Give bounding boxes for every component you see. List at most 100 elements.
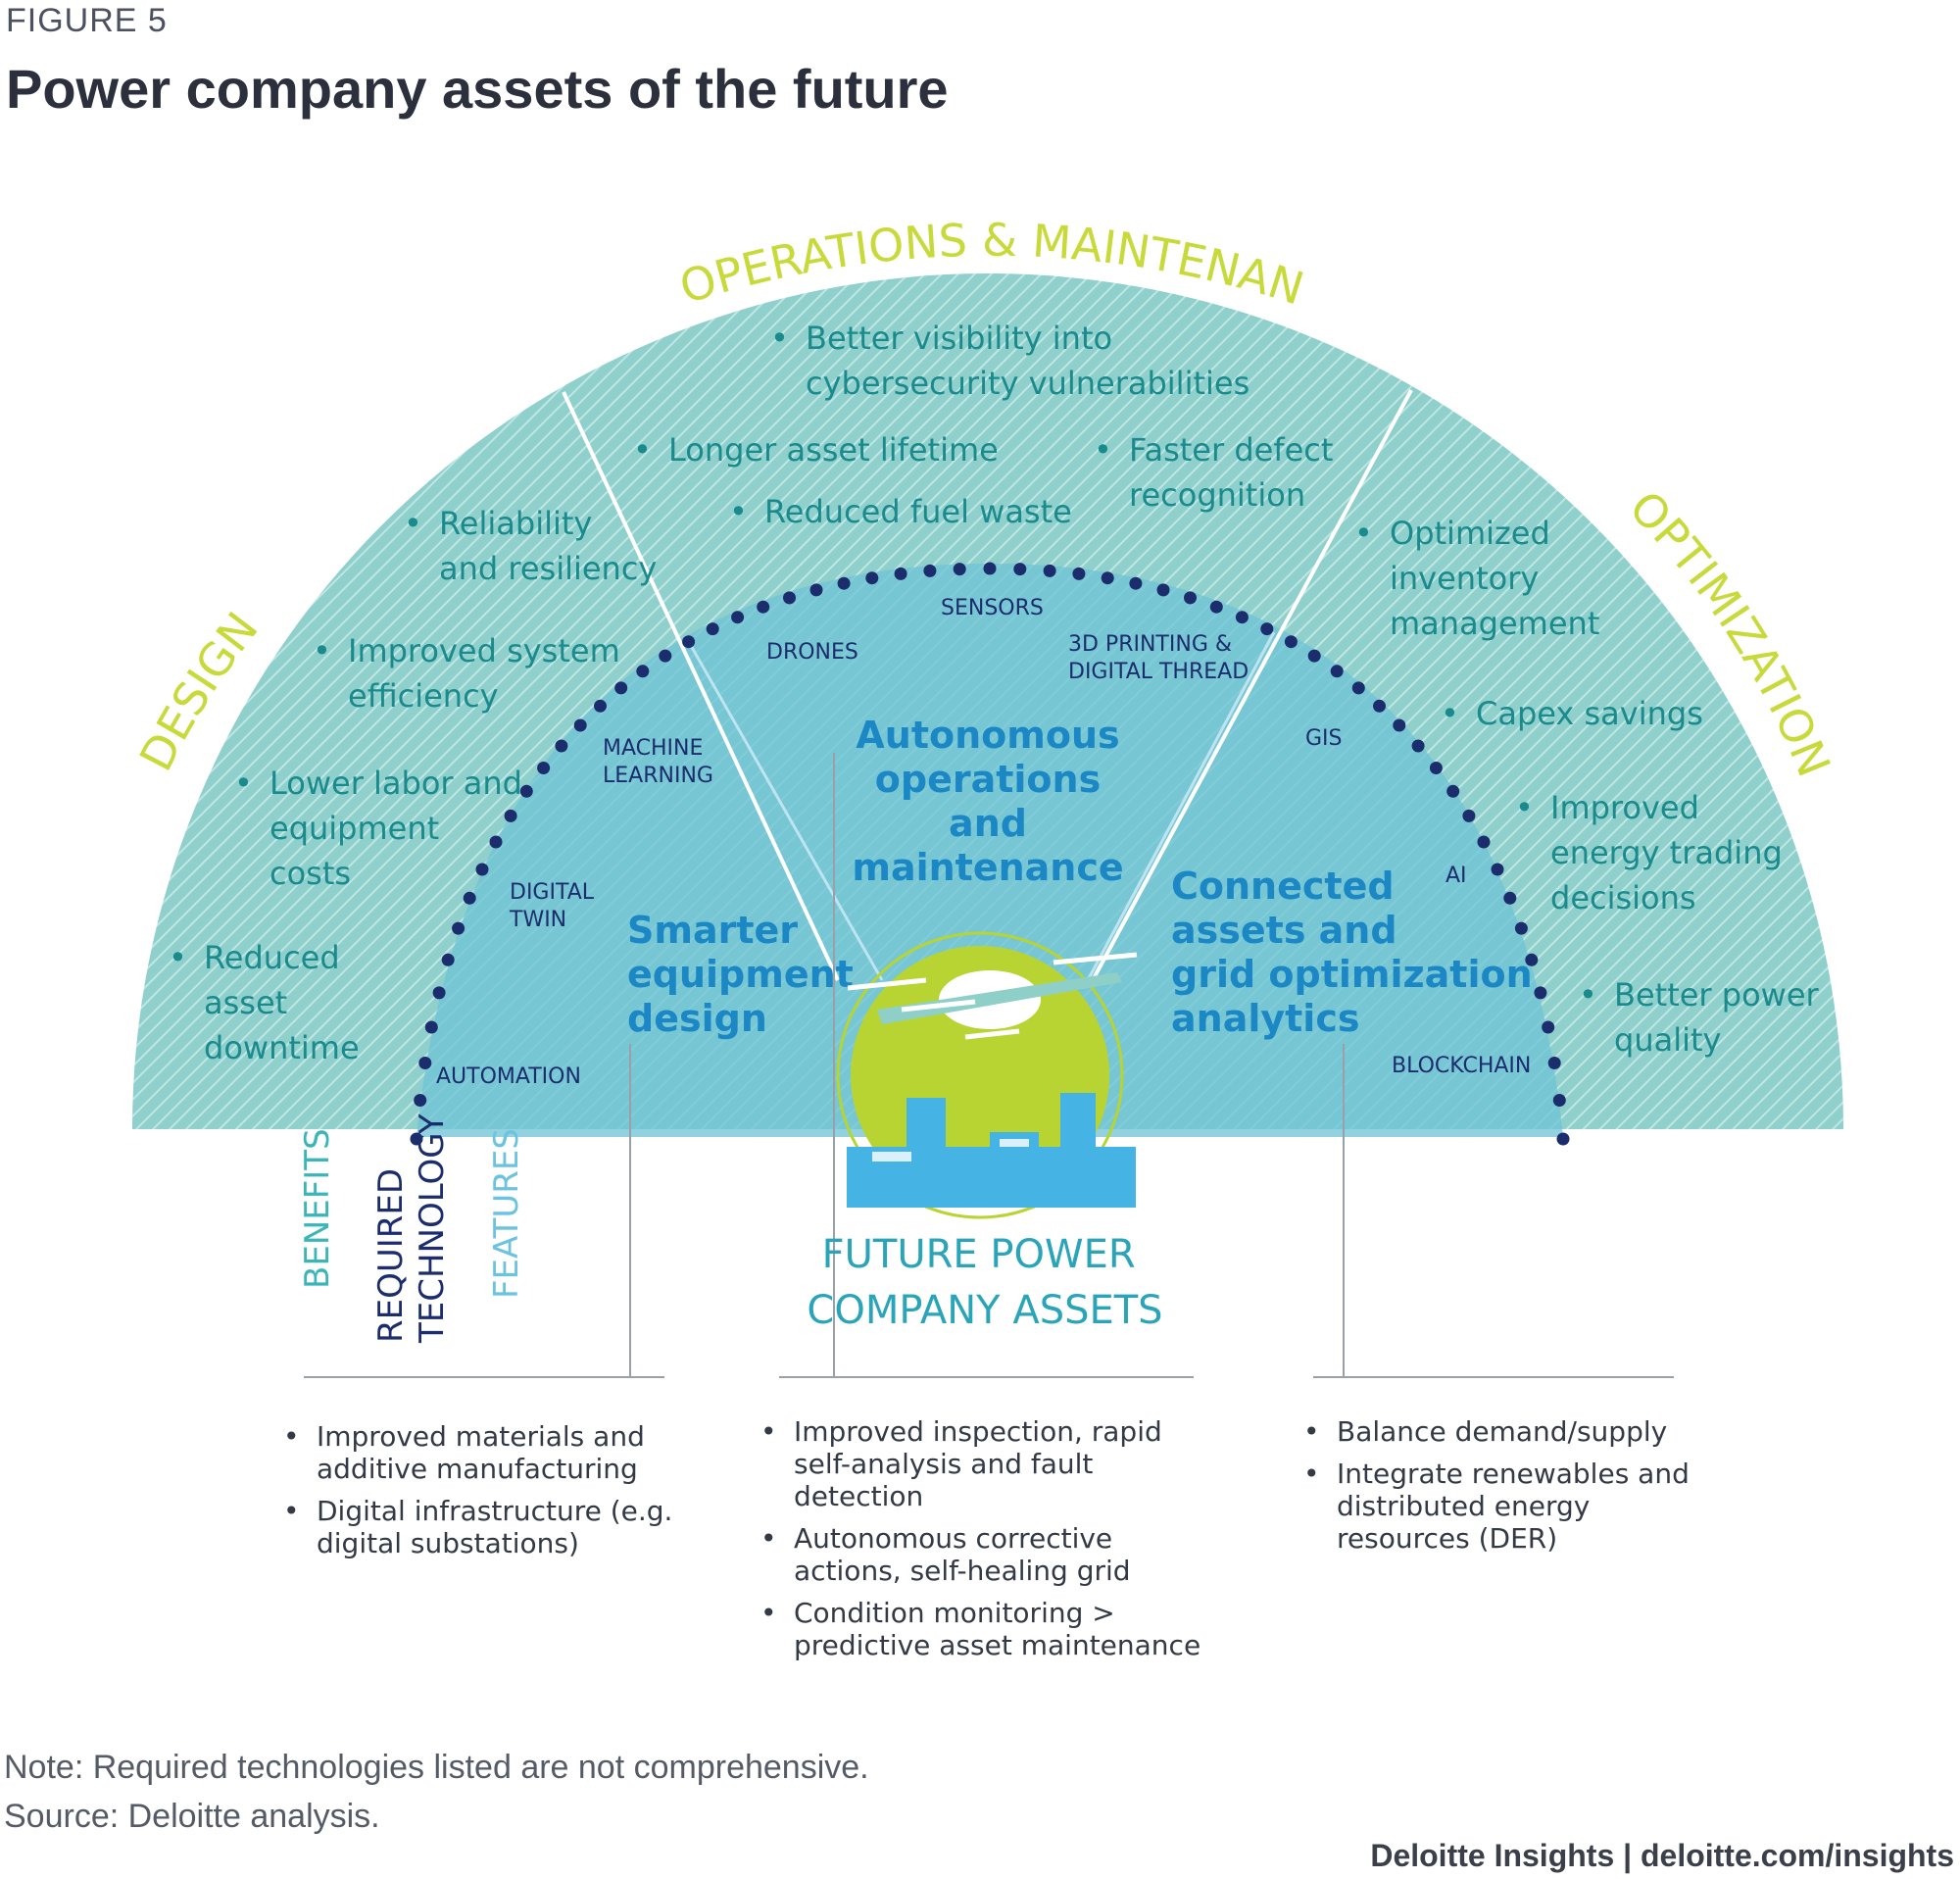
legend-benefits: BENEFITS [298,1128,337,1289]
tech-dot [432,986,446,1000]
tech-dot [1462,809,1476,822]
tech-dot [1129,576,1143,590]
tech-dot [1429,762,1443,774]
tech-dot [1542,1020,1555,1034]
benefit-bullet: • [633,431,652,469]
detail-bullet: • [1303,1415,1320,1448]
tech-dot [418,1057,432,1069]
tech-dot [1547,1057,1561,1069]
future-assets-label: FUTURE POWER COMPANY ASSETS [807,1232,1162,1333]
tech-dot [1013,563,1027,576]
tech-dot [757,600,770,614]
tech-dot [1043,564,1056,577]
benefit-bullet: • [234,765,253,802]
tech-dot [1209,600,1223,614]
city-skyline-icon [847,1093,1136,1208]
tech-dot [1184,591,1197,605]
tech-dot [463,891,476,905]
detail-bullet: • [1303,1458,1320,1490]
tech-dot [555,739,568,753]
detail-item: Digital infrastructure (e.g.digital subs… [317,1495,672,1559]
tech-dot [983,562,997,575]
tech-dot [519,784,533,798]
tech-dot [682,635,696,649]
divider-design-ops [562,391,840,981]
tech-dot [1351,681,1365,695]
tech-dot [1284,635,1298,649]
tech-dot [706,622,719,636]
benefit-bullet: • [729,493,748,530]
legend-required-technology: REQUIRED TECHNOLOGY [371,1113,452,1344]
tech-dot [923,564,937,577]
detail-bullet: • [283,1420,300,1453]
tech-dot [414,1094,427,1107]
tech-dot [1477,835,1491,849]
benefit-bullet: • [1515,789,1534,826]
tech-dot [953,563,966,576]
tech-dot [1373,699,1386,713]
detail-bullet: • [760,1415,777,1448]
tech-dot [1491,863,1504,876]
future-assets-illustration [836,931,1138,1219]
technology-label: AI [1446,864,1467,888]
tech-dot [809,583,823,597]
legend-features: FEATURES [487,1128,526,1299]
technology-label: DRONES [766,640,858,665]
tech-dot [1307,649,1321,663]
benefit-item: Longer asset lifetime [668,431,999,469]
technology-label: AUTOMATION [436,1064,581,1089]
sun-ring [836,931,1124,1219]
footer-credit: Deloitte Insights | deloitte.com/insight… [1370,1838,1954,1873]
figure-label: FIGURE 5 [6,2,168,39]
tech-dot [475,863,489,876]
tech-dot [1552,1094,1566,1107]
tech-dot [783,591,796,605]
tech-dot [594,699,607,713]
benefit-bullet: • [1354,515,1373,552]
tech-dot [573,718,587,732]
tech-dot [1072,567,1086,580]
source-text: Source: Deloitte analysis. [4,1798,380,1835]
technology-label: 3D PRINTING &DIGITAL THREAD [1068,632,1249,684]
benefit-bullet: • [313,632,331,669]
detail-item: Balance demand/supply [1337,1415,1667,1448]
tech-dot [1330,665,1344,678]
tech-dot [504,809,517,822]
benefit-bullet: • [1441,695,1459,732]
drone-icon [847,952,1138,1040]
benefit-bullet: • [169,939,187,976]
tech-dot [1235,611,1249,624]
tech-dot [537,762,551,774]
benefit-bullet: • [1579,976,1597,1014]
benefit-item: Reduced fuel waste [764,493,1072,530]
tech-dot [1446,784,1460,798]
benefit-bullet: • [770,320,789,357]
detail-bullet: • [760,1597,777,1629]
detail-bullet: • [283,1495,300,1527]
inner-ray-left [684,636,884,981]
benefit-bullet: • [1094,431,1112,469]
tech-dot [1525,953,1539,966]
tech-dot [731,611,745,624]
tech-dot [865,571,879,585]
